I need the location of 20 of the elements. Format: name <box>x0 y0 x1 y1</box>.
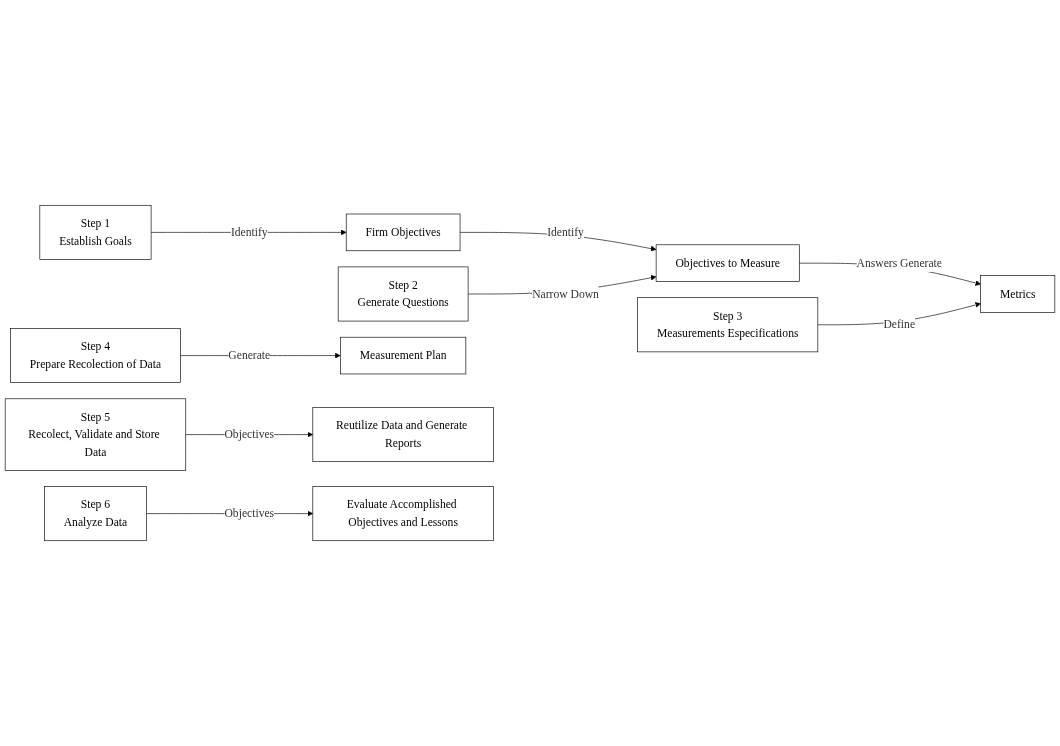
edge-label: Generate <box>228 348 271 362</box>
node-box: Step 2 Generate Questions <box>337 266 469 322</box>
edge-label: Identify <box>547 225 584 239</box>
node-box: Firm Objectives <box>345 213 461 252</box>
node-box: Step 3 Measurements Especifications <box>637 297 819 353</box>
node-box: Reutilize Data and Generate Reports <box>312 407 494 462</box>
node-box: Evaluate Accomplished Objectives and Lessons <box>312 486 494 542</box>
edge-label: Objectives <box>224 427 275 441</box>
node-box: Step 6 Analyze Data <box>44 486 147 542</box>
node-box: Step 4 Prepare Recolection of Data <box>10 328 181 383</box>
edge-label: Identify <box>230 225 268 239</box>
node-box: Objectives to Measure <box>655 244 800 282</box>
node-box: Step 5 Recolect, Validate and Store Data <box>4 398 187 471</box>
edge-label: Answers Generate <box>856 256 942 270</box>
edge-label: Define <box>883 318 916 331</box>
node-box: Metrics <box>980 275 1056 313</box>
edge-label: Narrow Down <box>532 287 599 301</box>
edge-label: Objectives <box>224 506 275 520</box>
node-box: Measurement Plan <box>340 336 467 375</box>
node-box: Step 1 Establish Goals <box>39 204 152 260</box>
